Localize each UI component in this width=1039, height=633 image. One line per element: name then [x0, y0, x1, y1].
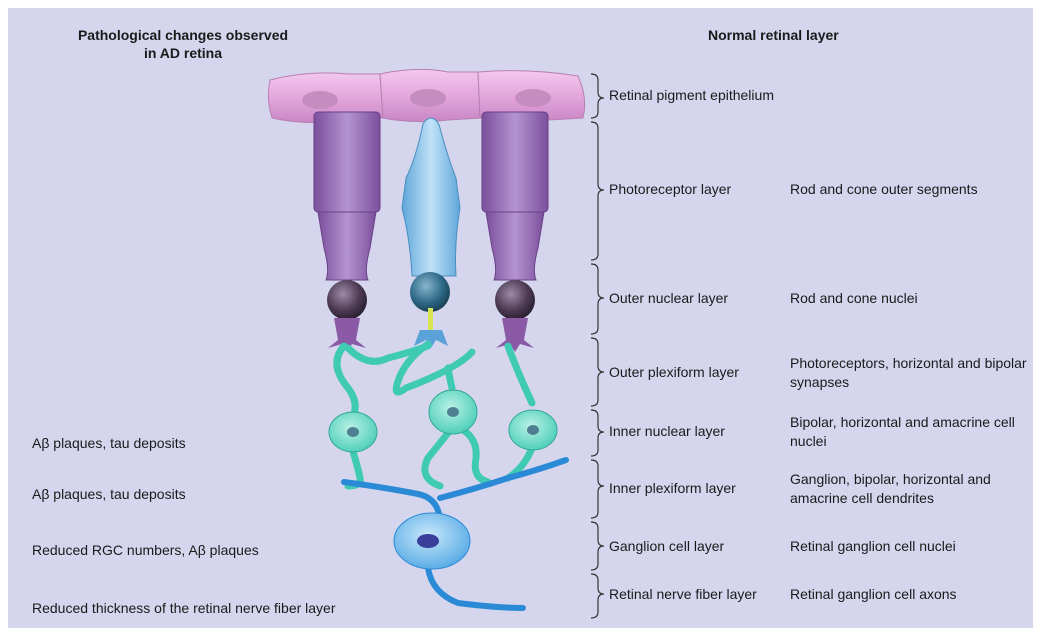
cone-cell [402, 118, 460, 348]
rpe-nucleus [410, 89, 446, 107]
layer-name-outer-nuclear: Outer nuclear layer [609, 289, 728, 308]
layer-name-nerve-fiber: Retinal nerve fiber layer [609, 585, 757, 604]
layer-desc-inner-nuclear: Bipolar, horizontal and amacrine cell nu… [790, 413, 1030, 451]
layer-braces [591, 74, 604, 618]
pathology-inner-plexiform: Aβ plaques, tau deposits [32, 485, 186, 504]
layer-desc-nerve-fiber: Retinal ganglion cell axons [790, 585, 1035, 604]
layer-name-ganglion: Ganglion cell layer [609, 537, 724, 556]
diagram-frame: Pathological changes observed in AD reti… [8, 8, 1033, 628]
layer-name-photoreceptor: Photoreceptor layer [609, 180, 731, 199]
pathology-inner-nuclear: Aβ plaques, tau deposits [32, 434, 186, 453]
pathology-nerve-fiber: Reduced thickness of the retinal nerve f… [32, 599, 336, 618]
rpe-nucleus [302, 91, 338, 109]
layer-name-inner-nuclear: Inner nuclear layer [609, 422, 725, 441]
layer-desc-outer-plexiform: Photoreceptors, horizontal and bipolar s… [790, 354, 1030, 392]
layer-desc-outer-nuclear: Rod and cone nuclei [790, 289, 1035, 308]
layer-desc-inner-plexiform: Ganglion, bipolar, horizontal and amacri… [790, 470, 1030, 508]
retina-illustration [8, 8, 1033, 628]
layer-desc-ganglion: Retinal ganglion cell nuclei [790, 537, 1035, 556]
layer-desc-photoreceptor: Rod and cone outer segments [790, 180, 1035, 199]
rpe-nucleus [515, 89, 551, 107]
layer-name-rpe: Retinal pigment epithelium [609, 86, 774, 105]
rod-cell-right [482, 112, 548, 352]
layer-name-inner-plexiform: Inner plexiform layer [609, 479, 736, 498]
pathology-ganglion: Reduced RGC numbers, Aβ plaques [32, 541, 259, 560]
layer-name-outer-plexiform: Outer plexiform layer [609, 363, 739, 382]
rod-cell-left [314, 112, 380, 352]
ganglion-cell [394, 513, 470, 569]
